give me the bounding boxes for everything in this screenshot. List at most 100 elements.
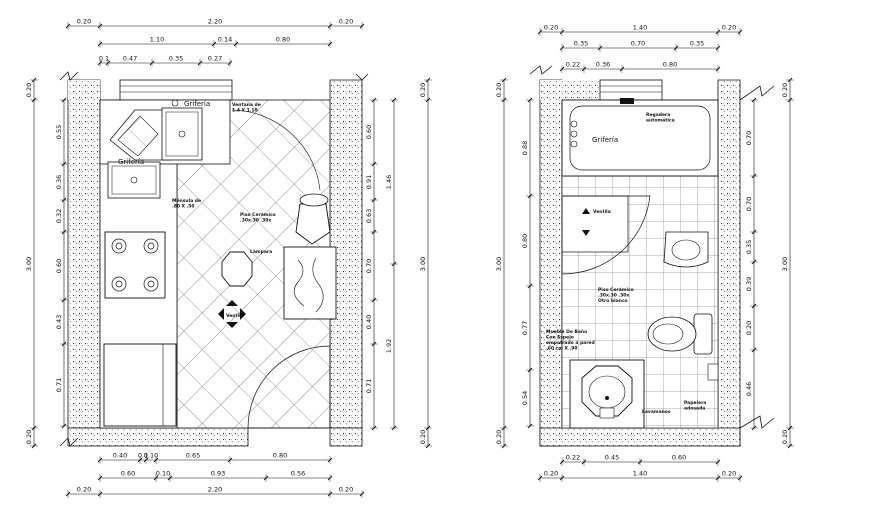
dimension-label: 0.54 (521, 391, 529, 405)
dimension-label: 0.20 (722, 24, 736, 32)
kitchen-wall-left (67, 79, 101, 429)
kitchen-wall-bottom-right (329, 427, 363, 447)
dimension-label: 3.00 (781, 257, 789, 271)
paper-holder (707, 363, 719, 381)
kitchen-table (283, 246, 337, 320)
dimension-label: 0.36 (55, 175, 63, 189)
toilet-tank (693, 313, 713, 355)
kitchen-wall-bottom (67, 427, 249, 447)
dimension-label: 0.70 (631, 40, 645, 48)
lamp-icon (221, 251, 253, 287)
dimension-label: 0.22 (566, 454, 580, 462)
dimension-label: 0.40 (113, 452, 127, 460)
dimension-label: 1.92 (385, 339, 393, 353)
dimension-label: 0.20 (722, 470, 736, 478)
dimension-label: 0.55 (55, 125, 63, 139)
dimension-label: 0.60 (121, 470, 135, 478)
dimension-label: 0.14 (218, 36, 232, 44)
dimension-label: 0.35 (574, 40, 588, 48)
dimension-label: 0.70 (365, 259, 373, 273)
kitchen-refrigerator (103, 343, 177, 427)
kitchen-window (119, 79, 233, 101)
dimension-label: 0.35 (169, 55, 183, 63)
dimension-label: 0.60 (365, 125, 373, 139)
bath-window (599, 79, 663, 101)
bath-door-swing (561, 195, 651, 275)
dimension-label: 0.45 (605, 454, 619, 462)
dimension-label: 0.65 (186, 452, 200, 460)
dimension-label: 1.10 (150, 36, 164, 44)
dimension-label: 0.20 (25, 83, 33, 97)
dimension-label: 0.20 (339, 18, 353, 26)
dimension-label: 0.10 (156, 470, 170, 478)
dimension-label: 1.46 (385, 175, 393, 189)
dimension-label: 3.00 (495, 257, 503, 271)
dimension-label: 0.43 (55, 315, 63, 329)
dimension-label: 0.47 (123, 55, 137, 63)
dimension-label: 0.71 (55, 378, 63, 392)
dimension-label: 0.63 (365, 209, 373, 223)
dimension-label: 0.60 (55, 259, 63, 273)
kitchen-wall-top (68, 80, 100, 100)
dimension-label: 0.10 (144, 452, 158, 460)
dimension-label: 0.20 (781, 430, 789, 444)
dimension-lines: 0.20 2.20 0.20 1.10 0.14 0.80 0.1 0.47 0.35 0.27 0… (25, 18, 794, 498)
dimension-label: 0.20 (419, 430, 427, 444)
dimension-label: 3.00 (25, 257, 33, 271)
kitchen-stove (104, 231, 166, 299)
dimension-label: 2.20 (208, 486, 222, 494)
lamp-label: Lámpara (250, 248, 272, 255)
sink-label: Lavamanos (642, 409, 671, 415)
shelf-label: Ménsula de.80 X .50 (172, 197, 201, 210)
dimension-label: 0.20 (419, 83, 427, 97)
dimension-label: 0.20 (25, 430, 33, 444)
dimension-label: 0.93 (211, 470, 225, 478)
dimension-label: 2.20 (208, 18, 222, 26)
dimension-label: 0.20 (495, 430, 503, 444)
dimension-label: 0.36 (596, 61, 610, 69)
kitchen-plan (59, 71, 369, 447)
dimension-label: 0.20 (781, 83, 789, 97)
dimension-label: 0.20 (544, 24, 558, 32)
bath-wall-bottom (539, 427, 741, 447)
dimension-label: 0.80 (273, 452, 287, 460)
dimension-label: 1.40 (633, 24, 647, 32)
bath-wall-right (717, 79, 741, 447)
dimension-label: 0.88 (521, 141, 529, 155)
dimension-label: 0.22 (566, 61, 580, 69)
vent-arrow-icon (582, 208, 590, 236)
faucet-icon (570, 120, 578, 148)
dimension-label: 0.80 (521, 234, 529, 248)
dimension-label: 0.1 (138, 452, 148, 460)
kitchen-vent-label: Ventila (226, 313, 244, 319)
dimension-label: 1.40 (633, 470, 647, 478)
dimension-label: 0.20 (339, 486, 353, 494)
dimension-label: 0.20 (77, 486, 91, 494)
bath-wall-left (539, 79, 563, 447)
bath-wall-top (540, 80, 600, 100)
vent-arrow-icon (218, 300, 246, 328)
dimension-label: 0.27 (208, 55, 222, 63)
dimension-label: 0.40 (365, 315, 373, 329)
dimension-label: 0.35 (745, 240, 753, 254)
dimension-label: 0.1 (99, 55, 109, 63)
dimension-label: 0.20 (77, 18, 91, 26)
faucet-top-label: Grifería (184, 100, 210, 108)
dimension-label: 0.80 (276, 36, 290, 44)
dimension-label: 0.56 (291, 470, 305, 478)
bathroom-plan (529, 65, 775, 447)
dimension-label: 0.71 (365, 379, 373, 393)
dimension-label: 0.80 (663, 61, 677, 69)
dimension-label: 0.70 (745, 197, 753, 211)
dimension-label: 0.39 (745, 277, 753, 291)
kitchen-floor-label: Piso Cerámico.30x.30 .30x (240, 211, 276, 224)
dimension-label: 3.00 (419, 257, 427, 271)
bath-vent-label: Ventila (593, 209, 611, 215)
